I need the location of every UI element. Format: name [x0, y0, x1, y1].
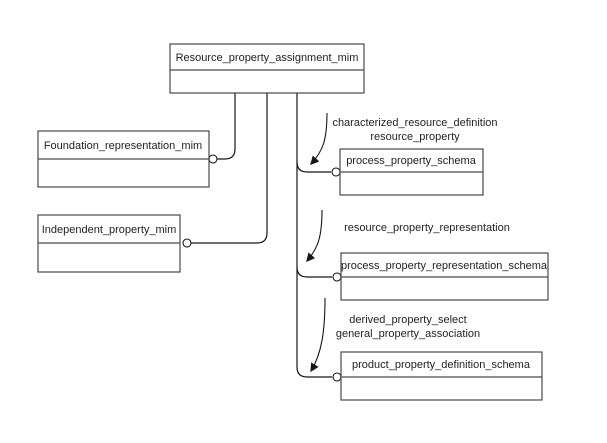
node-process-property-representation-schema: process_property_representation_schema: [340, 252, 549, 301]
connector-main-to-independent: [191, 93, 268, 244]
reference-arrow-3: [310, 297, 326, 373]
node-independent-property-mim: Independent_property_mim: [37, 214, 181, 273]
connector-trunk: [296, 93, 332, 378]
open-circle-product-property-definition-schema: [332, 372, 342, 382]
node-label: Independent_property_mim: [42, 224, 177, 236]
edge-label-resource-property-representation: resource_property_representation: [344, 222, 510, 234]
reference-arrow-1: [310, 112, 328, 165]
connector-branch-process-property: [296, 161, 331, 173]
node-box: [340, 351, 543, 401]
connector-branch-process-property-representation: [296, 266, 332, 278]
node-foundation-representation-mim: Foundation_representation_mim: [37, 130, 210, 188]
edge-label-derived-property-select: derived_property_select general_property…: [336, 314, 480, 340]
connector-main-to-foundation: [217, 93, 236, 160]
node-label: process_property_schema: [346, 155, 477, 167]
edge-label-line: resource_property_representation: [344, 222, 510, 234]
edge-label-line: characterized_resource_definition: [332, 117, 497, 129]
node-label: product_property_definition_schema: [352, 359, 531, 371]
node-product-property-definition-schema: product_property_definition_schema: [340, 351, 543, 401]
open-circle-independent: [182, 238, 192, 248]
node-resource-property-assignment-mim: Resource_property_assignment_mim: [169, 43, 365, 94]
edge-label-line: resource_property: [370, 131, 460, 143]
edge-label-line: general_property_association: [336, 328, 480, 340]
node-label: process_property_representation_schema: [341, 260, 548, 272]
edge-label-characterized-resource-definition: characterized_resource_definition resour…: [332, 117, 497, 143]
node-box: [169, 43, 365, 94]
open-circle-process-property-representation-schema: [332, 272, 342, 282]
node-label: Foundation_representation_mim: [44, 140, 202, 152]
node-process-property-schema: process_property_schema: [339, 148, 484, 196]
open-circle-foundation: [208, 154, 218, 164]
open-circle-process-property-schema: [331, 167, 341, 177]
edge-label-line: derived_property_select: [349, 314, 466, 326]
node-label: Resource_property_assignment_mim: [176, 52, 359, 64]
reference-arrow-2: [306, 209, 323, 263]
